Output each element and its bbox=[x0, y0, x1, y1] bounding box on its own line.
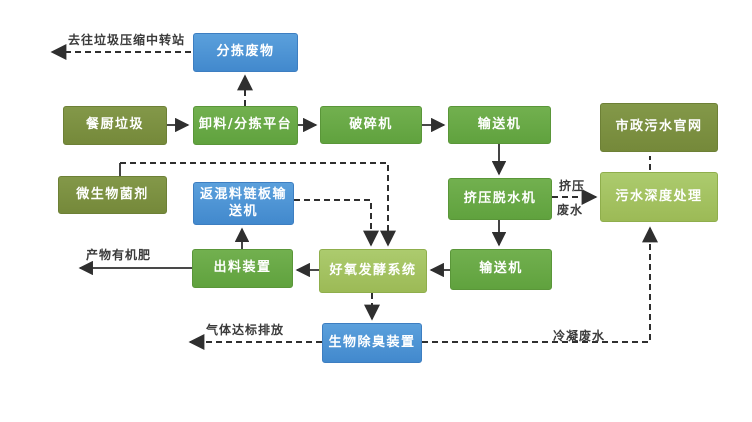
box-municipal-sewage-network: 市政污水官网 bbox=[600, 103, 718, 152]
edge-returnmix-to-aerobic bbox=[294, 199, 379, 247]
label-condensed-wastewater: 冷凝废水 bbox=[553, 329, 606, 343]
box-label: 生物除臭装置 bbox=[328, 334, 416, 350]
box-conveyor-2: 输送机 bbox=[450, 249, 552, 290]
box-sorted-waste: 分拣废物 bbox=[193, 33, 298, 72]
box-label: 返混料链板输送机 bbox=[199, 186, 287, 219]
box-microbial-agent: 微生物菌剂 bbox=[58, 176, 167, 214]
box-food-waste: 餐厨垃圾 bbox=[63, 106, 167, 145]
label-to-transfer-station: 去往垃圾压缩中转站 bbox=[68, 33, 186, 47]
box-label: 输送机 bbox=[479, 261, 523, 277]
box-discharge-device: 出料装置 bbox=[192, 249, 293, 288]
box-sewage-advanced-treatment: 污水深度处理 bbox=[600, 172, 718, 222]
box-label: 微生物菌剂 bbox=[76, 186, 149, 202]
label-squeeze: 挤压 bbox=[559, 179, 586, 193]
box-label: 挤压脱水机 bbox=[463, 190, 537, 206]
box-conveyor-1: 输送机 bbox=[448, 106, 551, 144]
edge-microbial-to-aerobic bbox=[120, 162, 396, 247]
box-label: 输送机 bbox=[477, 116, 522, 132]
box-bio-deodorization-device: 生物除臭装置 bbox=[322, 323, 422, 363]
box-label: 污水深度处理 bbox=[615, 188, 703, 204]
box-unloading-sorting-platform: 卸料/分拣平台 bbox=[193, 106, 298, 145]
label-organic-fertilizer: 产物有机肥 bbox=[86, 248, 152, 262]
label-gas-standard-emission: 气体达标排放 bbox=[206, 323, 285, 337]
box-return-mix-chain-conveyor: 返混料链板输送机 bbox=[193, 182, 294, 225]
edge-deodorization-to-sewage bbox=[422, 226, 658, 343]
box-label: 市政污水官网 bbox=[615, 119, 703, 135]
box-label: 出料装置 bbox=[213, 260, 272, 276]
box-crusher: 破碎机 bbox=[320, 106, 422, 144]
box-label: 分拣废物 bbox=[216, 44, 275, 60]
box-label: 好氧发酵系统 bbox=[329, 262, 417, 278]
box-label: 餐厨垃圾 bbox=[85, 117, 144, 133]
label-wastewater: 废水 bbox=[557, 203, 584, 217]
box-label: 破碎机 bbox=[349, 116, 393, 132]
box-label: 卸料/分拣平台 bbox=[198, 117, 293, 133]
box-aerobic-fermentation-system: 好氧发酵系统 bbox=[319, 249, 427, 293]
box-squeeze-dewatering-machine: 挤压脱水机 bbox=[448, 178, 552, 220]
